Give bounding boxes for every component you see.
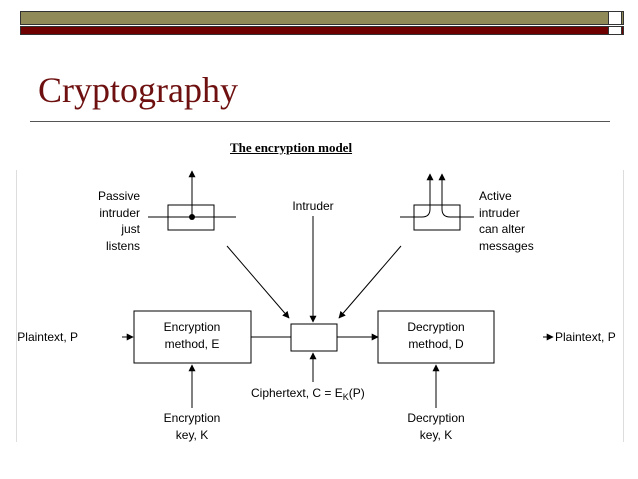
active-tap-out-arrow (400, 173, 434, 218)
top-decor-square (608, 11, 622, 25)
active-to-cipher-arrow (338, 245, 402, 319)
encryption-key-label-line2: key, K (176, 428, 208, 442)
decryption-key-label-line1: Decryption (407, 411, 464, 425)
passive-intruder-label: Passive intruder just listens (98, 189, 141, 253)
accent-decor-bar (20, 26, 624, 35)
decryption-key-label-line2: key, K (420, 428, 452, 442)
active-tap-in-arrow (438, 173, 474, 218)
encryption-key-label-line1: Encryption (164, 411, 221, 425)
passive-intruder-tap (148, 170, 236, 231)
svg-text:intruder: intruder (99, 206, 140, 220)
svg-text:just: just (120, 222, 140, 236)
encryption-method-box (133, 310, 252, 364)
svg-text:listens: listens (106, 239, 140, 253)
svg-text:Active: Active (479, 189, 512, 203)
ciphertext-box (290, 323, 338, 352)
slide-title: Cryptography (38, 70, 238, 110)
svg-text:Passive: Passive (98, 189, 140, 203)
intruder-label: Intruder (292, 199, 333, 213)
plaintext-input-label: Plaintext, P (17, 330, 78, 344)
encryption-method-label-line1: Encryption (164, 320, 221, 334)
figure-frame (16, 170, 624, 442)
svg-text:can alter: can alter (479, 222, 525, 236)
svg-text:intruder: intruder (479, 206, 520, 220)
decryption-method-box (377, 310, 495, 364)
ciphertext-label: Ciphertext, C = EK(P) (251, 386, 365, 402)
active-intruder-label: Active intruder can alter messages (479, 189, 534, 253)
encryption-method-label-line2: method, E (165, 337, 220, 351)
figure-caption: The encryption model (230, 140, 353, 155)
svg-text:messages: messages (479, 239, 534, 253)
active-intruder-tap (400, 173, 474, 231)
decryption-method-label-line1: Decryption (407, 320, 464, 334)
accent-decor-square (608, 26, 622, 35)
title-divider (30, 121, 610, 122)
decryption-method-label-line2: method, D (408, 337, 464, 351)
passive-to-cipher-arrow (226, 245, 290, 319)
top-decor-bar (20, 11, 624, 25)
plaintext-output-label: Plaintext, P (555, 330, 616, 344)
